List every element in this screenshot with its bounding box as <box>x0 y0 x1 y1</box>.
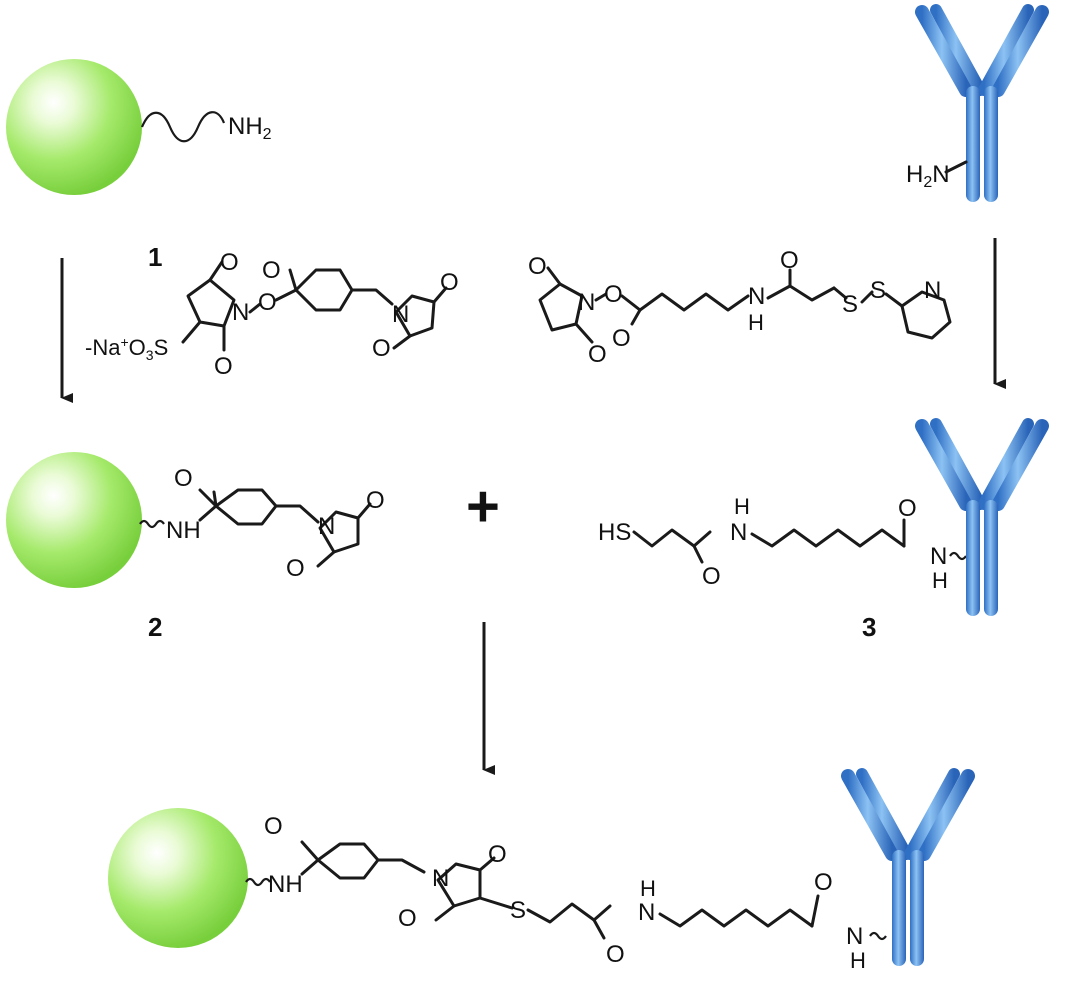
svg-text:O: O <box>366 487 385 514</box>
svg-text:H: H <box>932 568 948 593</box>
svg-text:N: N <box>748 283 765 310</box>
particle-1 <box>6 59 142 195</box>
svg-text:O: O <box>220 249 239 276</box>
svg-text:N: N <box>578 289 595 316</box>
svg-text:O: O <box>612 325 631 352</box>
svg-text:H: H <box>748 310 764 335</box>
linker-chain <box>140 111 226 143</box>
svg-text:N: N <box>846 923 863 950</box>
svg-text:N: N <box>930 543 947 570</box>
svg-text:N: N <box>392 301 409 328</box>
svg-text:-Na+O3S: -Na+O3S <box>85 334 168 363</box>
svg-text:O: O <box>372 335 391 362</box>
svg-text:H: H <box>640 876 656 901</box>
svg-text:N: N <box>730 519 747 546</box>
svg-text:O: O <box>258 289 277 316</box>
svg-text:O: O <box>264 813 283 840</box>
compound-label-1: 1 <box>148 242 162 272</box>
particle-conjugate <box>108 808 248 948</box>
svg-text:O: O <box>528 253 547 280</box>
svg-text:N: N <box>924 277 941 304</box>
svg-text:S: S <box>842 291 858 318</box>
svg-text:O: O <box>488 841 507 868</box>
svg-text:O: O <box>702 563 721 590</box>
particle-2 <box>6 452 142 588</box>
sulfo-smcc-structure: -Na+O3S O O N O O N O O <box>85 249 459 380</box>
svg-text:O: O <box>588 341 607 368</box>
svg-text:NH: NH <box>268 871 303 898</box>
svg-text:O: O <box>174 465 193 492</box>
svg-text:O: O <box>898 495 917 522</box>
svg-text:H: H <box>734 494 750 519</box>
lc-spdp-structure: N O O O O N H O S S N <box>528 247 952 368</box>
svg-text:S: S <box>510 897 526 924</box>
compound-2-structure: NH O N O O <box>166 465 385 582</box>
svg-text:O: O <box>440 269 459 296</box>
plus-sign: + <box>466 474 500 539</box>
svg-text:O: O <box>398 905 417 932</box>
svg-text:H2N: H2N <box>906 161 950 191</box>
svg-text:O: O <box>780 247 799 274</box>
svg-text:N: N <box>318 513 335 540</box>
svg-text:H: H <box>850 948 866 973</box>
svg-text:N: N <box>638 899 655 926</box>
compound-label-2: 2 <box>148 612 162 642</box>
svg-text:N: N <box>432 865 449 892</box>
svg-text:S: S <box>870 277 886 304</box>
svg-text:NH2: NH2 <box>228 113 272 143</box>
compound-3-structure: HS O H N O N H <box>598 494 967 593</box>
conjugate-structure: NH O N O O S O H N O N H <box>264 813 887 973</box>
svg-text:O: O <box>214 353 233 380</box>
svg-text:O: O <box>606 941 625 968</box>
svg-text:O: O <box>262 257 281 284</box>
svg-text:O: O <box>286 555 305 582</box>
svg-text:O: O <box>604 281 623 308</box>
svg-text:HS: HS <box>598 519 631 546</box>
svg-text:O: O <box>814 869 833 896</box>
svg-text:N: N <box>232 299 249 326</box>
compound-label-3: 3 <box>862 612 876 642</box>
svg-text:NH: NH <box>166 517 201 544</box>
